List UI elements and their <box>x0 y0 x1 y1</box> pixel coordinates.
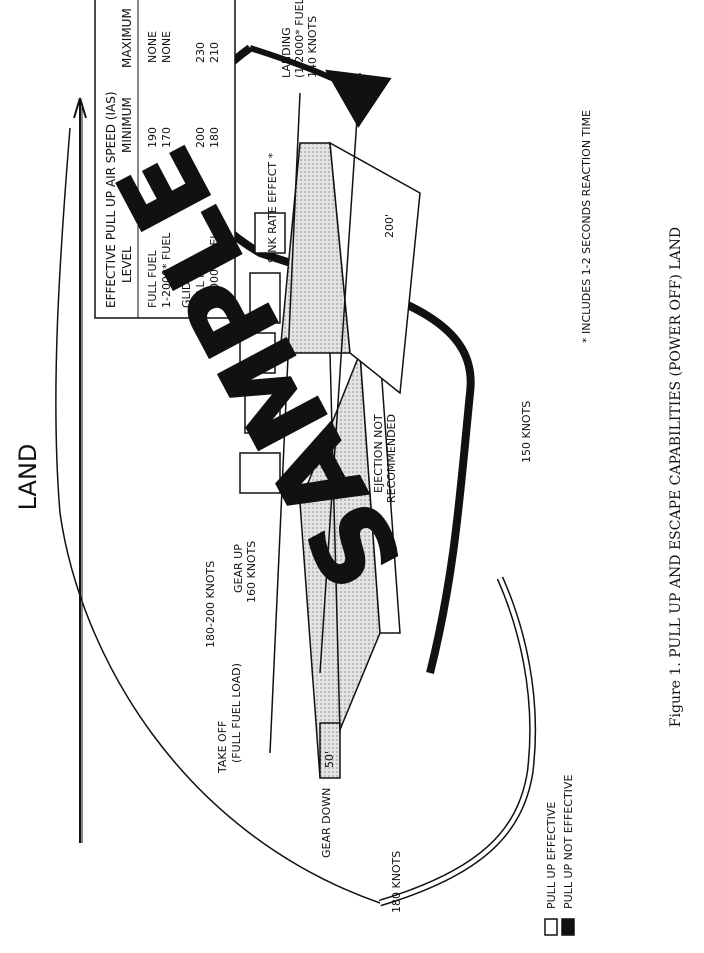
ejection-label-2: RECOMMENDED <box>385 414 398 503</box>
table-row-1-level: 1-2000* FUEL <box>160 232 173 308</box>
legend: PULL UP EFFECTIVE PULL UP NOT EFFECTIVE <box>544 775 575 936</box>
table-row-3-min: 200 <box>194 127 207 148</box>
takeoff-label-2: (FULL FUEL LOAD) <box>230 663 243 763</box>
table-header-level: LEVEL <box>120 246 134 283</box>
table-header-maximum: MAXIMUM <box>120 8 134 68</box>
legend-not-effective-label: PULL UP NOT EFFECTIVE <box>562 775 575 909</box>
legend-swatch-not-effective <box>561 918 575 936</box>
gear-up-label-1: GEAR UP <box>232 544 245 593</box>
sink-rate-label: SINK RATE EFFECT * <box>266 152 279 263</box>
knots-150-label: 150 KNOTS <box>520 401 533 463</box>
table-row-2-level: GLIDING <box>180 262 193 308</box>
table-row-1-max: NONE <box>160 31 173 63</box>
landing-label-3: 140 KNOTS <box>306 16 319 78</box>
table-header-minimum: MINIMUM <box>120 97 134 153</box>
table-row-3-level: FULL FUEL <box>194 250 207 308</box>
rotated-figure: LAND <box>14 0 684 936</box>
table-row-0-max: NONE <box>146 31 159 63</box>
speed-table: EFFECTIVE PULL UP AIR SPEED (IAS) LEVEL … <box>94 0 236 319</box>
top-arrow <box>73 97 87 843</box>
page-title: LAND <box>14 444 42 511</box>
table-row-0-level: FULL FUEL <box>146 250 159 308</box>
footnote: * INCLUDES 1-2 SECONDS REACTION TIME <box>580 110 593 343</box>
knots-180-200-label: 180-200 KNOTS <box>204 561 217 648</box>
figure-caption: Figure 1. PULL UP AND ESCAPE CAPABILITIE… <box>668 227 684 727</box>
table-row-1-min: 170 <box>160 127 173 148</box>
table-row-4-level: 1-2000* FUEL <box>208 232 221 308</box>
dim-200-label: 200' <box>383 214 396 238</box>
table-row-3-max: 230 <box>194 42 207 63</box>
gear-up-label-2: 160 KNOTS <box>245 541 258 603</box>
takeoff-label-1: TAKE OFF <box>216 721 229 774</box>
landing-label-1: LANDING <box>280 27 293 78</box>
table-header-line1: EFFECTIVE PULL UP AIR SPEED (IAS) <box>104 91 118 308</box>
glide-lines <box>269 72 361 754</box>
legend-swatch-effective <box>544 918 558 936</box>
buildings <box>239 212 286 494</box>
landing-label-2: (1-2000* FUEL) <box>293 0 306 78</box>
table-row-0-min: 190 <box>146 127 159 148</box>
legend-effective-label: PULL UP EFFECTIVE <box>545 802 558 909</box>
table-row-4-max: 210 <box>208 42 221 63</box>
ejection-label-1: EJECTION NOT <box>372 414 385 493</box>
knots-180-label: 180 KNOTS <box>390 851 403 913</box>
table-row-4-min: 180 <box>208 127 221 148</box>
gear-down-label: GEAR DOWN <box>320 788 333 858</box>
table-rows: FULL FUEL 190 NONE 1-2000* FUEL 170 NONE… <box>146 31 221 308</box>
dim-50-label: 50' <box>323 751 336 768</box>
